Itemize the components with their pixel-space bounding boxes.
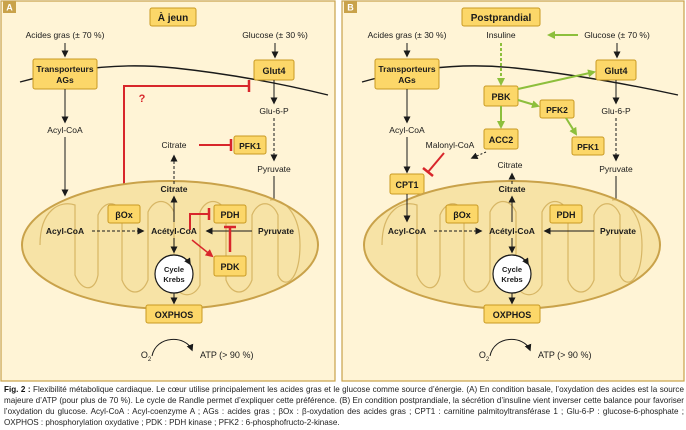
panel-b-acc2: ACC2 [489, 135, 514, 145]
panel-b-pdh: PDH [556, 210, 575, 220]
panel-b-pfk2-box [539, 99, 575, 119]
panel-b-glucose: Glucose (± 70 %) [584, 30, 650, 40]
panel-a-pyruvate-cyto: Pyruvate [257, 164, 291, 174]
panel-a-inhibition-betaox-glut4 [123, 85, 248, 192]
panel-b-acetylcoa: Acétyl-CoA [489, 226, 535, 236]
panel-b-header-box [461, 7, 541, 27]
panel-b-oxphos-box [483, 304, 541, 324]
figure-caption: Fig. 2 : Flexibilité métabolique cardiaq… [4, 384, 684, 430]
panel-a-fatty-acids: Acides gras (± 70 %) [26, 30, 105, 40]
panel-a-transporters-label-1: Transporteurs [36, 64, 93, 74]
panel-b-arrow-pbk-glut4 [517, 69, 596, 90]
panel-b-acc2-box [483, 128, 519, 150]
panel-a-o2: O2 [141, 350, 152, 363]
panel-a-header-box [149, 7, 197, 27]
panel-b-inhibition-malonyl-cpt1 [427, 152, 445, 173]
panel-b-pfk1: PFK1 [577, 142, 599, 152]
panel-a-pdh: PDH [220, 210, 239, 220]
panel-b-atp: ATP (> 90 %) [538, 350, 591, 360]
panel-b-glut4: Glut4 [604, 66, 627, 76]
panel-a-mitochondrion-cristae [39, 199, 301, 296]
panel-a-pfk1: PFK1 [239, 141, 261, 151]
panel-b-fatty-acids: Acides gras (± 30 %) [368, 30, 447, 40]
panel-b-inhibition-bar-cpt1 [422, 167, 434, 177]
panel-b-header: Postprandial [471, 13, 532, 24]
panel-a-glut4: Glut4 [262, 66, 285, 76]
panel-b-pfk2: PFK2 [546, 105, 568, 115]
panel-a-acetylcoa: Acétyl-CoA [151, 226, 197, 236]
panel-a-acylcoa-cyto: Acyl-CoA [47, 125, 83, 135]
panel-a-krebs-label-2: Krebs [163, 275, 184, 284]
panel-b-pyruvate-mito: Pyruvate [600, 226, 636, 236]
panel-a-acylcoa-mito: Acyl-CoA [46, 226, 84, 236]
panel-a-krebs-arrow [159, 254, 191, 266]
panel-b-betaox-box [445, 204, 479, 224]
panel-b-arrow-o2-atp [489, 338, 532, 357]
panel-a-oxphos: OXPHOS [155, 310, 194, 320]
panel-a-glu6p: Glu-6-P [259, 106, 289, 116]
panel-b-betaox: βOx [453, 210, 471, 220]
panel-a-tag-bg [3, 1, 16, 13]
panel-b-glu6p: Glu-6-P [601, 106, 631, 116]
panel-b-krebs-label-2: Krebs [501, 275, 522, 284]
panel-a-citrate-mito: Citrate [161, 184, 188, 194]
caption-lead: Fig. 2 : [4, 385, 31, 394]
panel-a-question: ? [139, 93, 146, 105]
panel-b-arrow-acc2-malonyl [470, 151, 487, 160]
panel-b-krebs-arrow [497, 254, 529, 266]
panel-b-pdh-box [549, 204, 583, 224]
panel-a-pfk1-box [233, 135, 267, 155]
panel-b-transporters-label-2: AGs [398, 75, 416, 85]
panel-a-header: À jeun [158, 11, 189, 24]
panel-a-pdh-box [213, 204, 247, 224]
caption-text: Flexibilité métabolique cardiaque. Le cœ… [4, 385, 684, 427]
panel-b-malonyl: Malonyl-CoA [426, 140, 475, 150]
panel-b-pbk: PBK [491, 92, 511, 102]
panel-a-pyruvate-mito: Pyruvate [258, 226, 294, 236]
panel-b-citrate-cyto: Citrate [497, 160, 522, 170]
panel-a-krebs-label-1: Cycle [164, 265, 184, 274]
panel-a-arrow-o2-atp [151, 338, 194, 357]
panel-a-pdk: PDK [220, 262, 240, 272]
panel-b-arrow-pfk2-pfk1 [565, 117, 578, 136]
panel-b-mitochondrion-cristae [381, 199, 643, 296]
panel-a-betaox-box [107, 204, 141, 224]
panel-b-cpt1: CPT1 [395, 180, 418, 190]
panel-a-tag: A [6, 3, 13, 13]
panel-b-citrate-mito: Citrate [499, 184, 526, 194]
panel-a-betaox: βOx [115, 210, 133, 220]
panel-a-glucose: Glucose (± 30 %) [242, 30, 308, 40]
panel-a-arrow-acetyl-pdk [191, 239, 214, 258]
panel-b-pfk1-box [571, 136, 605, 156]
panel-b-transporters-label-1: Transporteurs [378, 64, 435, 74]
panel-b-acylcoa-mito: Acyl-CoA [388, 226, 426, 236]
panel-b-tag-bg [344, 1, 357, 13]
panel-b-tag: B [347, 3, 354, 13]
panel-a-atp: ATP (> 90 %) [200, 350, 253, 360]
panel-b-acylcoa-cyto: Acyl-CoA [389, 125, 425, 135]
panel-b-krebs-label-1: Cycle [502, 265, 522, 274]
panel-b-insuline: Insuline [486, 30, 516, 40]
panel-a-transporters-label-2: AGs [56, 75, 74, 85]
panel-b-oxphos: OXPHOS [493, 310, 532, 320]
panel-a: A À jeun Acides gras (± 70 %) Glucose (±… [0, 0, 336, 382]
panel-a-oxphos-box [145, 304, 203, 324]
panel-a-pdk-box [213, 255, 247, 277]
panel-b: B Postprandial Acides gras (± 30 %) Insu… [341, 0, 685, 382]
panel-b-pyruvate-cyto: Pyruvate [599, 164, 633, 174]
panel-b-o2: O2 [479, 350, 490, 363]
panel-a-citrate-cyto: Citrate [161, 140, 186, 150]
diagram-svg: A À jeun Acides gras (± 70 %) Glucose (±… [0, 0, 685, 382]
panel-b-arrow-pbk-pfk2 [517, 99, 540, 109]
panel-a-inhibition-acetyl-pdh [189, 213, 208, 230]
